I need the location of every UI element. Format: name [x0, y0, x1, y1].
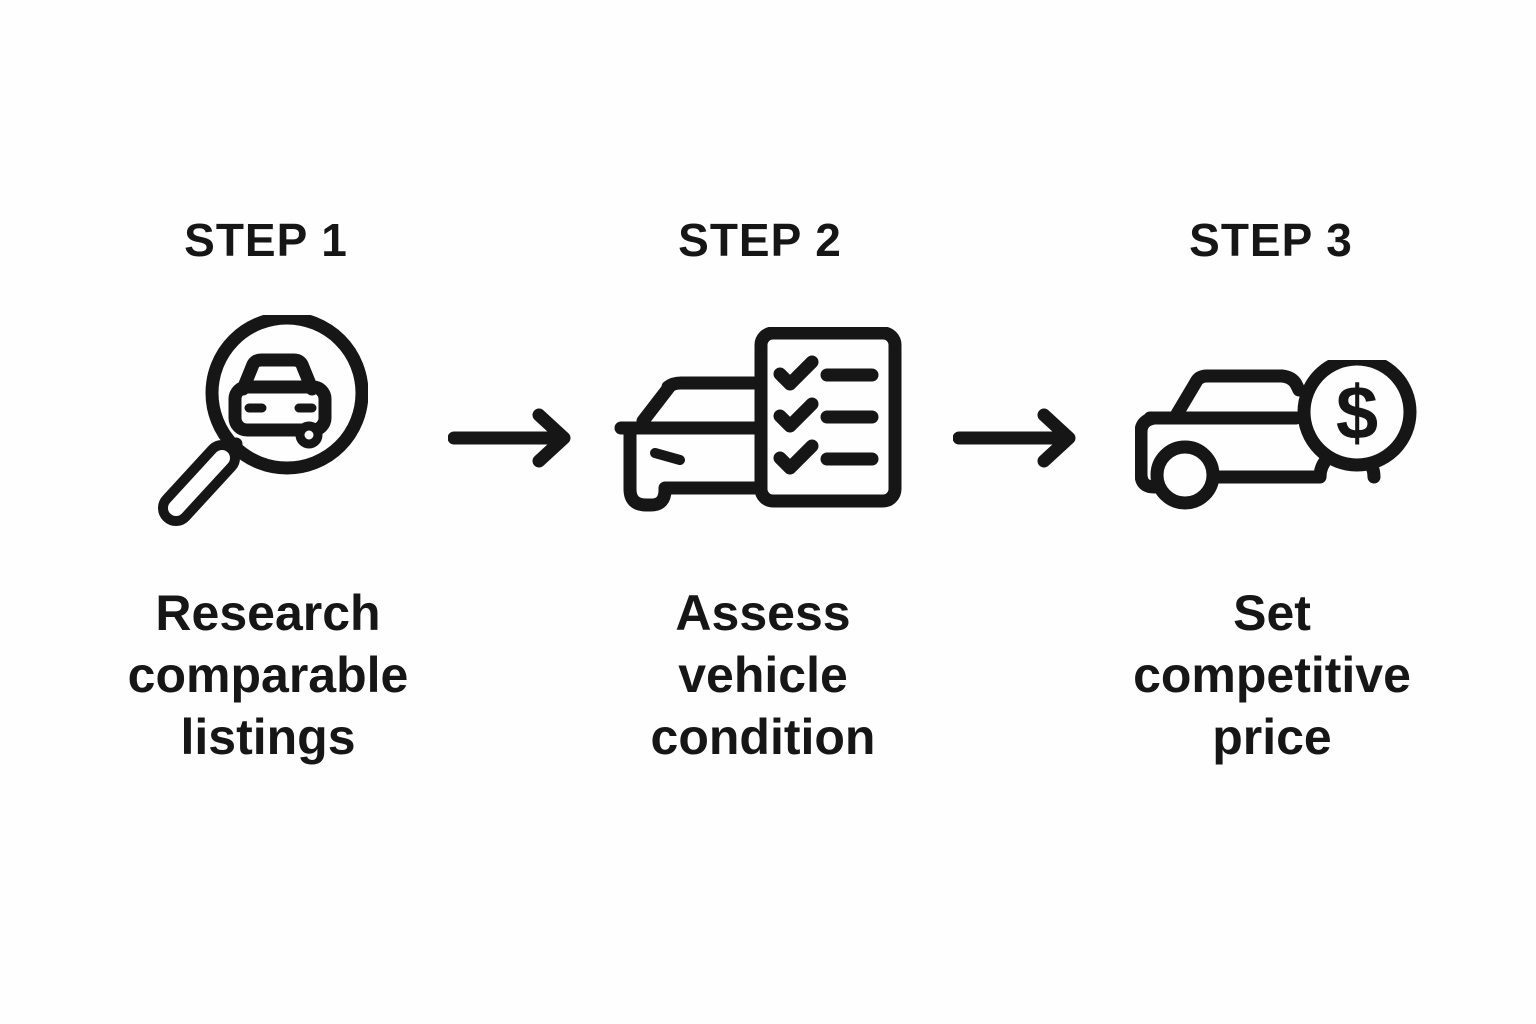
magnifier-car-svg	[158, 315, 368, 527]
magnifier-car-icon	[158, 315, 368, 529]
car-checklist-svg	[614, 327, 902, 512]
step-3-title: STEP 3	[1189, 214, 1353, 266]
arrow-right-icon	[448, 408, 578, 468]
step-1-title: STEP 1	[184, 214, 348, 266]
car-checklist-icon	[612, 327, 902, 518]
car-price-icon: $	[1135, 360, 1420, 512]
arrow-right-svg	[953, 408, 1076, 468]
step-1-label: Research comparable listings	[127, 585, 409, 765]
step-2-label: Assess vehicle condition	[650, 585, 876, 765]
step-3-label: Set competitive price	[1133, 585, 1411, 765]
arrow-right-svg	[448, 408, 571, 468]
arrow-right-icon	[953, 408, 1083, 468]
step-2-title: STEP 2	[678, 214, 842, 266]
car-price-svg: $	[1135, 360, 1417, 510]
dollar-sign-icon: $	[1336, 371, 1378, 456]
